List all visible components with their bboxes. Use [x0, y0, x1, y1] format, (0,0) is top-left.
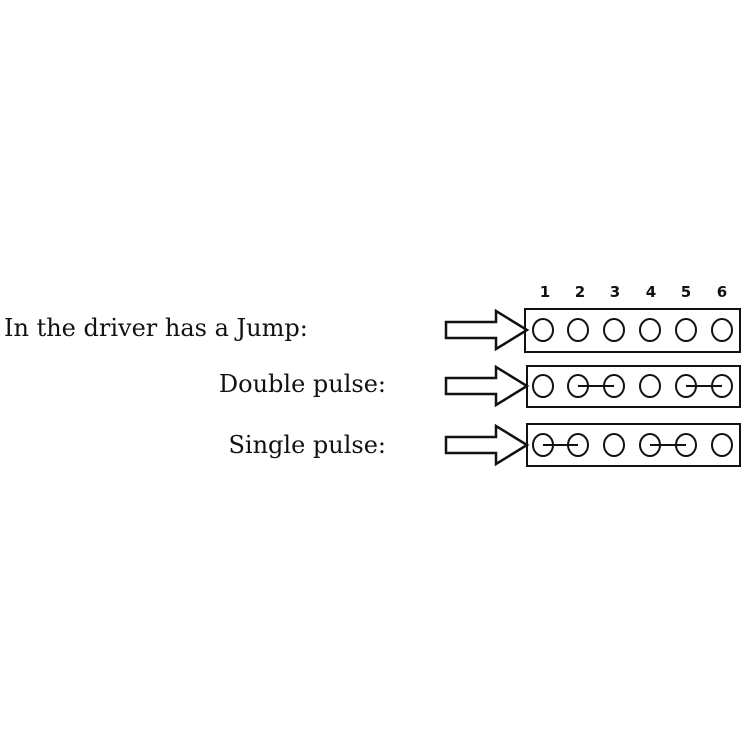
row-single-pulse: Single pulse: — [228, 423, 741, 467]
pin-number-3: 3 — [610, 283, 620, 301]
row-label: Double pulse: — [219, 370, 386, 398]
arrow-shape — [444, 364, 530, 408]
pin-4 — [639, 374, 661, 398]
jumper-block — [526, 423, 741, 467]
pin-1 — [532, 374, 554, 398]
arrow-shape — [444, 308, 530, 352]
pin-1 — [532, 318, 554, 342]
pin-row — [532, 318, 733, 342]
jumper-block — [524, 308, 741, 353]
pin-number-1: 1 — [540, 283, 550, 301]
row-no-jumper: In the driver has a Jump: — [4, 308, 741, 353]
jumper-block — [526, 365, 741, 408]
pin-number-2: 2 — [575, 283, 585, 301]
pin-number-header: 1 2 3 4 5 6 — [540, 283, 727, 301]
pin-6 — [711, 318, 733, 342]
pin-6 — [711, 433, 733, 457]
pin-3 — [603, 433, 625, 457]
pin-number-4: 4 — [646, 283, 656, 301]
pin-number-6: 6 — [717, 283, 727, 301]
pin-4 — [639, 318, 661, 342]
arrow-shape — [444, 423, 530, 467]
arrow-icon — [444, 423, 530, 467]
row-label: Single pulse: — [228, 431, 386, 459]
pin-2 — [567, 318, 589, 342]
pin-row — [532, 433, 733, 457]
row-label: In the driver has a Jump: — [4, 314, 308, 342]
arrow-icon — [444, 364, 530, 408]
arrow-icon — [444, 308, 530, 352]
pin-number-5: 5 — [681, 283, 691, 301]
pin-3 — [603, 318, 625, 342]
pin-row — [532, 374, 733, 398]
row-double-pulse: Double pulse: — [219, 364, 741, 408]
pin-5 — [675, 318, 697, 342]
